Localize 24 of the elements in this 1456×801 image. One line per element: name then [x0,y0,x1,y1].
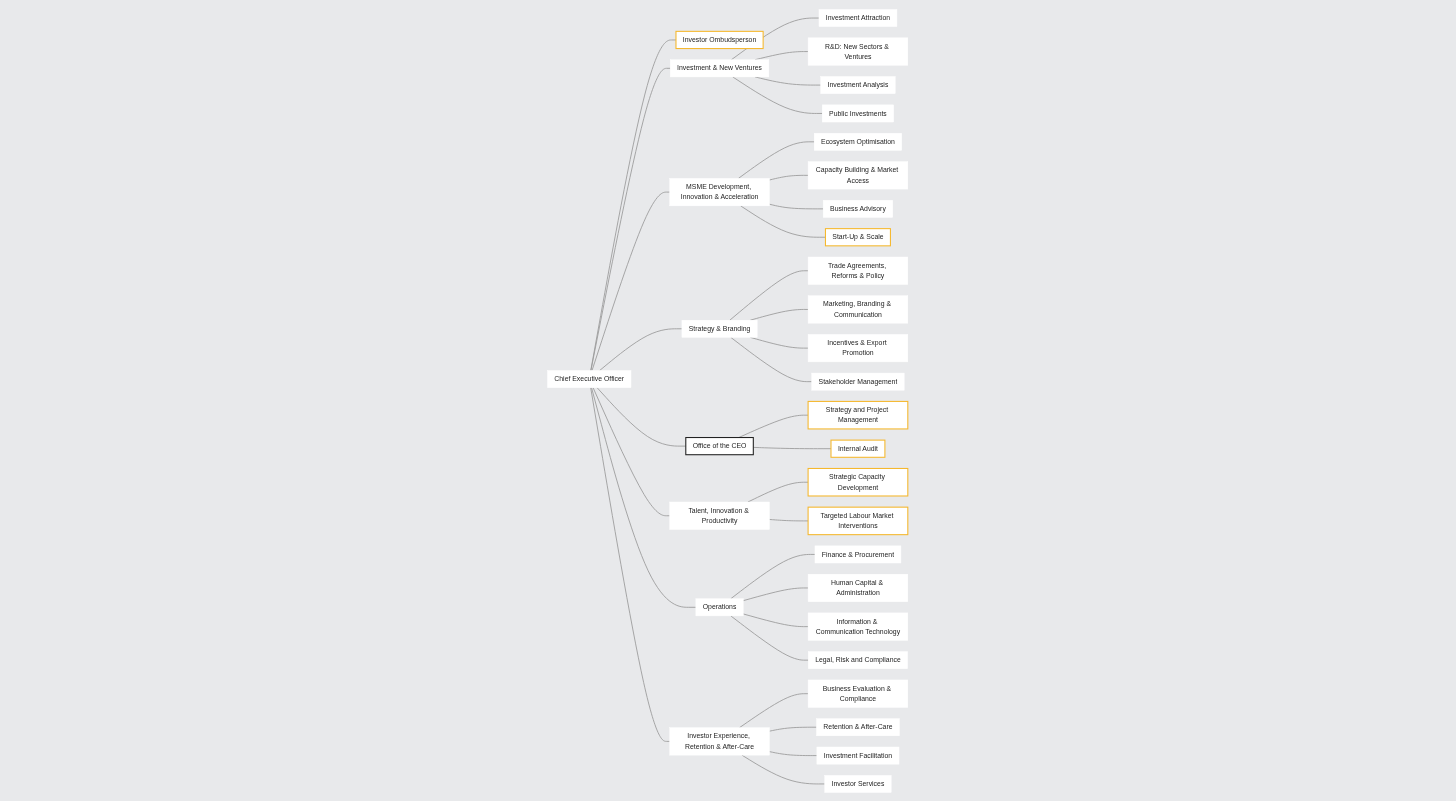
connector [729,269,809,321]
connector [730,336,813,382]
connector [769,750,818,756]
connector [769,174,809,180]
connector [753,446,832,449]
connector [743,613,809,627]
connector [769,203,824,209]
connector [590,386,671,742]
connector [743,587,809,601]
connector [739,692,809,728]
connector [599,327,683,371]
connector [732,76,823,114]
connector [597,386,687,447]
connector [750,336,809,349]
connector [593,386,671,516]
connector [592,191,671,371]
connector [591,386,697,608]
connector [769,518,809,521]
connector [769,726,818,732]
connector [730,614,810,661]
connector [738,414,809,438]
connector [738,140,815,179]
connector [741,754,826,784]
connector [730,553,816,599]
